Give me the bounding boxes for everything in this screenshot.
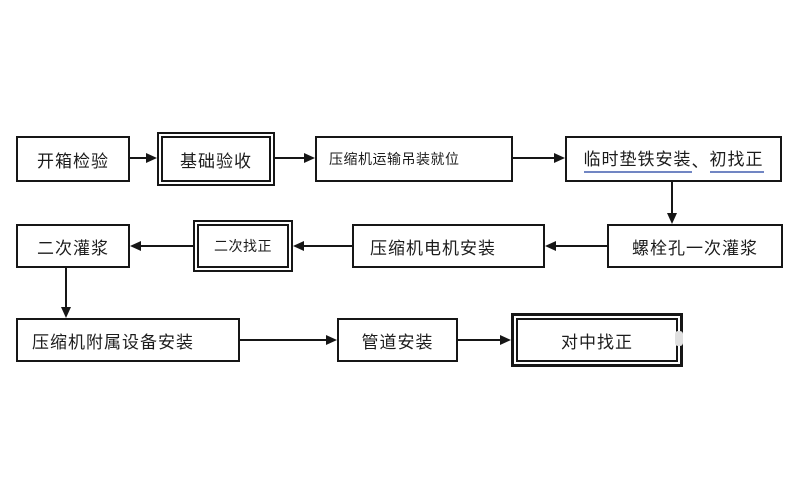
node-compressor-motor-installation: 压缩机电机安装 [352, 224, 545, 268]
node-label-underlined: 临时垫铁安装 [583, 145, 692, 173]
arrow-line [303, 245, 352, 247]
arrow-grouting-to-motor [545, 241, 607, 251]
node-centering-alignment: 对中找正 [511, 313, 683, 367]
arrow-line [65, 268, 67, 308]
arrow-shim-to-grouting [667, 182, 677, 224]
arrow-unpacking-to-foundation [130, 153, 157, 163]
arrow-line [275, 157, 305, 159]
node-label: 二次灌浆 [37, 238, 109, 259]
arrowhead-down-icon [667, 213, 677, 224]
arrowhead-right-icon [554, 153, 565, 163]
node-compressor-transport-hoisting: 压缩机运输吊装就位 [315, 136, 513, 182]
node-label: 二次找正 [214, 239, 272, 255]
node-label: 开箱检验 [37, 151, 109, 172]
arrowhead-left-icon [293, 241, 304, 251]
arrowhead-left-icon [130, 241, 141, 251]
arrow-line [240, 339, 327, 341]
arrow-line [555, 245, 607, 247]
node-secondary-grouting: 二次灌浆 [16, 224, 130, 268]
arrowhead-left-icon [545, 241, 556, 251]
arrow-line [458, 339, 501, 341]
arrowhead-right-icon [326, 335, 337, 345]
arrowhead-right-icon [500, 335, 511, 345]
arrow-foundation-to-transport [275, 153, 315, 163]
arrow-line [140, 245, 193, 247]
arrow-secondary-grouting-to-auxiliary [61, 268, 71, 318]
node-label: 管道安装 [361, 332, 434, 353]
node-temporary-shim-initial-alignment: 临时垫铁安装、初找正 [565, 136, 782, 182]
node-label: 、 [691, 151, 710, 172]
arrow-line [130, 157, 147, 159]
arrow-line [671, 182, 673, 214]
watermark-artifact [675, 331, 683, 346]
arrowhead-right-icon [146, 153, 157, 163]
node-label: 基础验收 [180, 151, 252, 172]
node-label: 压缩机附属设备安装 [32, 332, 194, 353]
node-label: 对中找正 [561, 332, 633, 353]
node-label: 压缩机电机安装 [370, 238, 496, 259]
node-label-underlined: 初找正 [709, 145, 764, 173]
node-foundation-acceptance: 基础验收 [157, 132, 275, 186]
node-unpacking-inspection: 开箱检验 [16, 136, 130, 182]
arrowhead-right-icon [304, 153, 315, 163]
arrow-motor-to-secondary-alignment [293, 241, 352, 251]
node-label: 压缩机运输吊装就位 [329, 152, 460, 168]
arrow-line [513, 157, 555, 159]
arrow-auxiliary-to-piping [240, 335, 337, 345]
arrow-piping-to-centering [458, 335, 511, 345]
node-piping-installation: 管道安装 [337, 318, 458, 362]
node-bolt-hole-first-grouting: 螺栓孔一次灌浆 [607, 224, 783, 268]
node-secondary-alignment: 二次找正 [193, 220, 293, 272]
node-compressor-auxiliary-equipment-installation: 压缩机附属设备安装 [16, 318, 240, 362]
node-label: 螺栓孔一次灌浆 [632, 238, 758, 259]
arrow-secondary-alignment-to-secondary-grouting [130, 241, 193, 251]
arrow-transport-to-shim [513, 153, 565, 163]
arrowhead-down-icon [61, 307, 71, 318]
